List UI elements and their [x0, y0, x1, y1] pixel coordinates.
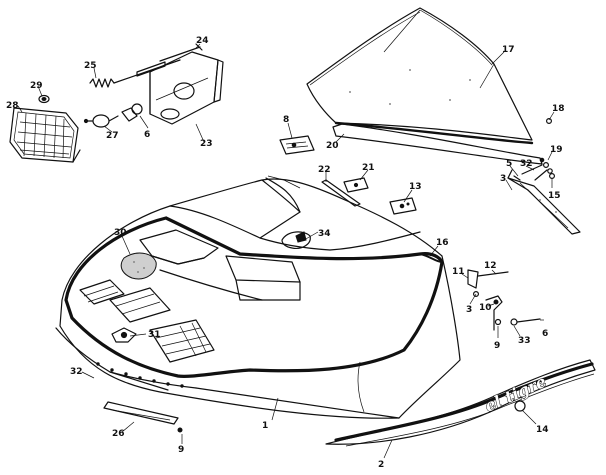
fuel-cap	[281, 231, 311, 249]
callout-label: 29	[30, 81, 43, 91]
callout-label: 3	[466, 305, 472, 315]
hood-decal	[325, 359, 596, 447]
hinge-plate	[343, 177, 369, 193]
headlight-lens	[9, 107, 81, 163]
callout-label: 15	[548, 191, 561, 201]
grommet	[38, 94, 50, 104]
windshield-trim	[332, 123, 543, 165]
nameplate	[103, 401, 183, 433]
decal-logo: el tigre	[481, 371, 549, 416]
bulb-socket	[121, 103, 143, 122]
hood-gasket	[419, 253, 443, 263]
callout-label: 26	[112, 429, 125, 439]
headlight-bulb	[83, 114, 119, 128]
callout-label: 32	[70, 367, 83, 377]
callout-label: 18	[552, 104, 565, 114]
callout-label: 6	[144, 130, 150, 140]
vent-cover	[279, 135, 315, 155]
choke-knob	[111, 327, 137, 343]
callout-label: 21	[362, 163, 375, 173]
callout-label: 2	[378, 460, 384, 470]
callout-label: 14	[536, 425, 549, 435]
callout-label: 19	[550, 145, 563, 155]
callout-leaders	[17, 43, 555, 459]
latch-plate	[389, 197, 417, 215]
callout-label: 23	[200, 139, 213, 149]
callout-label: 12	[484, 261, 497, 271]
bracket-plate	[136, 61, 166, 77]
callout-label: 17	[502, 45, 515, 55]
callout-label: 9	[178, 445, 184, 455]
spring	[89, 59, 181, 88]
callout-label: 22	[318, 165, 331, 175]
callout-label: 24	[196, 36, 209, 46]
trim-strip	[321, 179, 361, 207]
hood-latch	[467, 269, 541, 331]
callout-label: 13	[409, 182, 422, 192]
callout-label: 27	[106, 131, 119, 141]
callout-label: 1	[262, 421, 268, 431]
callout-label: 30	[114, 228, 127, 238]
callout-label: 5	[506, 159, 512, 169]
callout-label: 28	[6, 101, 19, 111]
callout-label: 3	[500, 174, 506, 184]
knob-cover	[120, 252, 157, 280]
callout-label: 9	[494, 341, 500, 351]
callout-label: 10	[479, 303, 492, 313]
hood	[55, 175, 461, 419]
callout-labels: 1 2 3 3 5 6 6 8 9 9 10 11 12 13 14 15 16…	[6, 36, 565, 470]
callout-label: 25	[84, 61, 97, 71]
callout-label: 20	[326, 141, 339, 151]
callout-label: 16	[436, 238, 449, 248]
windshield-bracket	[507, 164, 581, 235]
callout-label: 11	[452, 267, 465, 277]
callout-label: 8	[283, 115, 289, 125]
callout-label: 32	[520, 159, 533, 169]
adjuster-screw	[159, 43, 203, 62]
callout-label: 31	[148, 330, 161, 340]
callout-label: 6	[542, 329, 548, 339]
windshield	[306, 7, 534, 145]
callout-label: 33	[518, 336, 531, 346]
headlight-bracket	[149, 51, 224, 125]
callout-label: 34	[318, 229, 331, 239]
